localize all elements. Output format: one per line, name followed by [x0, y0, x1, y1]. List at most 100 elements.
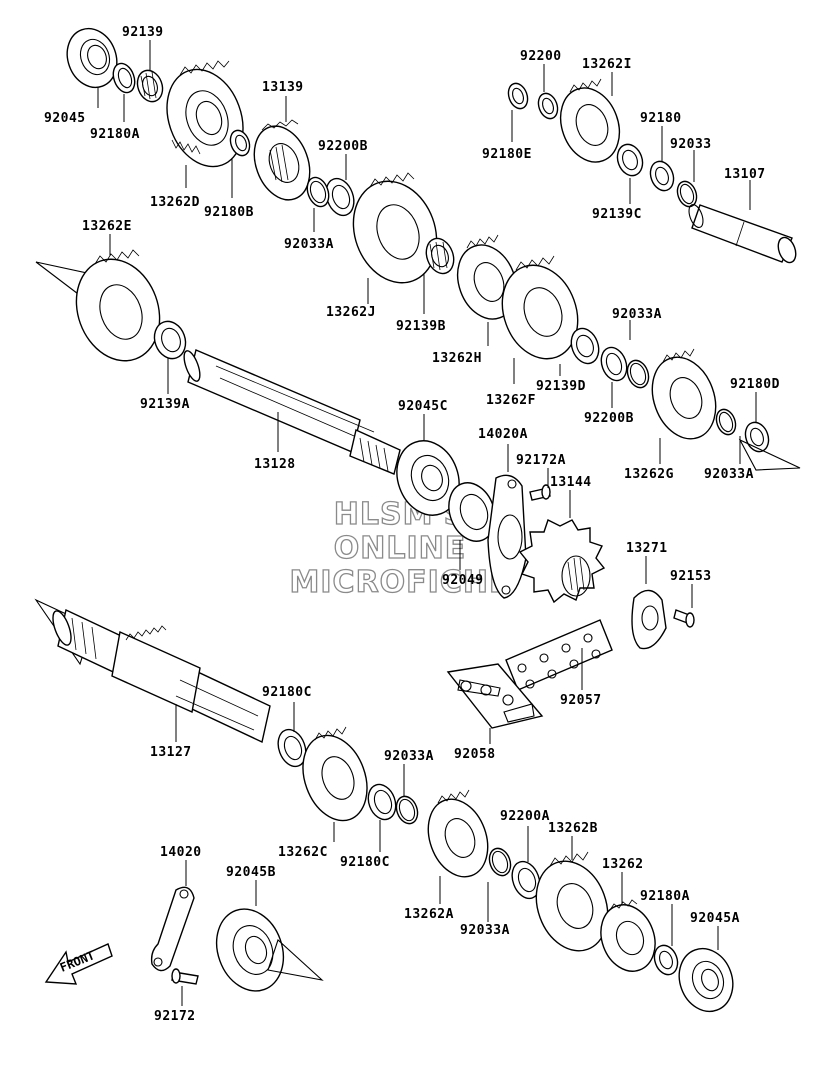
label-92057[interactable]: 92057 — [560, 693, 602, 708]
gear-13262a[interactable] — [418, 789, 498, 885]
label-13262b[interactable]: 13262B — [548, 821, 598, 836]
label-92058[interactable]: 92058 — [454, 747, 496, 762]
retainer-13271[interactable] — [631, 589, 667, 650]
label-92153[interactable]: 92153 — [670, 569, 712, 584]
label-92033a-lower-left[interactable]: 92033A — [384, 749, 434, 764]
shaft-13128[interactable] — [181, 349, 401, 475]
washer-92180b[interactable] — [227, 128, 253, 159]
label-13144[interactable]: 13144 — [550, 475, 592, 490]
label-92200[interactable]: 92200 — [520, 49, 562, 64]
label-92033a-right[interactable]: 92033A — [704, 467, 754, 482]
bearing-92045a[interactable] — [671, 941, 742, 1019]
label-92139c[interactable]: 92139C — [592, 207, 642, 222]
label-92180e[interactable]: 92180E — [482, 147, 532, 162]
shaft-13127[interactable] — [49, 608, 271, 744]
gear-13262i[interactable] — [551, 78, 630, 170]
gear-13262f[interactable] — [490, 255, 590, 370]
bearing-92045b[interactable] — [206, 900, 295, 1001]
bolt-92153[interactable] — [673, 609, 695, 628]
label-92180[interactable]: 92180 — [640, 111, 682, 126]
sprocket-13144[interactable] — [518, 519, 606, 604]
label-92033a-lower-mid[interactable]: 92033A — [460, 923, 510, 938]
label-13262j[interactable]: 13262J — [326, 305, 376, 320]
washer-92180a-lower[interactable] — [651, 942, 682, 978]
gear-13262e[interactable] — [63, 247, 174, 372]
washer-92180c-lower[interactable] — [364, 781, 401, 824]
label-13262h[interactable]: 13262H — [432, 351, 482, 366]
label-13262d[interactable]: 13262D — [150, 195, 200, 210]
washer-92200b-lower[interactable] — [597, 344, 631, 384]
label-13262[interactable]: 13262 — [602, 857, 644, 872]
chain-92057[interactable] — [505, 619, 613, 691]
gear-13262b[interactable] — [524, 851, 619, 961]
label-13262i[interactable]: 13262I — [582, 57, 632, 72]
label-13139[interactable]: 13139 — [262, 80, 304, 95]
washer-92180c-upper[interactable] — [273, 726, 310, 771]
label-14020[interactable]: 14020 — [160, 845, 202, 860]
label-13107[interactable]: 13107 — [724, 167, 766, 182]
label-13262f[interactable]: 13262F — [486, 393, 536, 408]
label-92180c-lower[interactable]: 92180C — [340, 855, 390, 870]
label-92172a[interactable]: 92172A — [516, 453, 566, 468]
shaft-13107[interactable] — [686, 203, 799, 265]
bearing-92045[interactable] — [59, 22, 125, 95]
washer-92180e[interactable] — [505, 81, 531, 112]
label-92180a-upper[interactable]: 92180A — [90, 127, 140, 142]
label-13128[interactable]: 13128 — [254, 457, 296, 472]
label-13262a[interactable]: 13262A — [404, 907, 454, 922]
gear-13262g[interactable] — [641, 348, 726, 447]
label-92045b[interactable]: 92045B — [226, 865, 276, 880]
screw-92172a[interactable] — [529, 484, 551, 501]
circlip-92033a-lower-mid[interactable] — [486, 845, 514, 878]
label-92033a-upper[interactable]: 92033A — [284, 237, 334, 252]
bearing-92045c[interactable] — [387, 432, 469, 524]
label-13271[interactable]: 13271 — [626, 541, 668, 556]
needle-bearing-92139a[interactable] — [149, 317, 190, 363]
washer-92200a[interactable] — [507, 858, 544, 903]
label-92200b-upper[interactable]: 92200B — [318, 139, 368, 154]
circlip-92033[interactable] — [674, 179, 700, 210]
label-92033a-mid[interactable]: 92033A — [612, 307, 662, 322]
label-92045a[interactable]: 92045A — [690, 911, 740, 926]
gear-13139[interactable] — [245, 118, 320, 207]
circlip-92033a-mid[interactable] — [624, 357, 652, 390]
washer-92180a[interactable] — [109, 60, 138, 95]
label-92139b[interactable]: 92139B — [396, 319, 446, 334]
label-92033[interactable]: 92033 — [670, 137, 712, 152]
circlip-92033a-right[interactable] — [713, 407, 739, 438]
label-92180b[interactable]: 92180B — [204, 205, 254, 220]
gear-13262c[interactable] — [292, 726, 378, 829]
label-92172[interactable]: 92172 — [154, 1009, 196, 1024]
washer-92180d[interactable] — [742, 419, 773, 455]
label-92200a[interactable]: 92200A — [500, 809, 550, 824]
circlip-92033a-lower-left[interactable] — [393, 793, 421, 826]
label-92180d[interactable]: 92180D — [730, 377, 780, 392]
label-14020a[interactable]: 14020A — [478, 427, 528, 442]
screw-92172[interactable] — [171, 968, 199, 985]
label-92139d[interactable]: 92139D — [536, 379, 586, 394]
label-92180a-lower[interactable]: 92180A — [640, 889, 690, 904]
label-13262g[interactable]: 13262G — [624, 467, 674, 482]
gear-13262[interactable] — [592, 897, 664, 979]
master-link-92058[interactable] — [446, 663, 544, 729]
label-13127[interactable]: 13127 — [150, 745, 192, 760]
needle-bearing-92139c[interactable] — [613, 141, 646, 179]
needle-bearing-92139b[interactable] — [422, 235, 459, 278]
label-92049[interactable]: 92049 — [442, 573, 484, 588]
plate-14020[interactable] — [150, 886, 195, 972]
gear-13262j[interactable] — [340, 169, 451, 294]
gear-13262h[interactable] — [448, 234, 527, 327]
needle-bearing-92139d[interactable] — [567, 325, 604, 368]
label-13262c[interactable]: 13262C — [278, 845, 328, 860]
needle-bearing-92139[interactable] — [133, 67, 166, 105]
plate-14020a[interactable] — [487, 474, 527, 599]
label-92180c-upper[interactable]: 92180C — [262, 685, 312, 700]
label-92045c[interactable]: 92045C — [398, 399, 448, 414]
gear-13262d[interactable] — [154, 59, 256, 178]
washer-92180[interactable] — [647, 158, 678, 194]
circlip-92033a-upper[interactable] — [303, 174, 332, 209]
label-92045[interactable]: 92045 — [44, 111, 86, 126]
label-92139[interactable]: 92139 — [122, 25, 164, 40]
label-13262e[interactable]: 13262E — [82, 219, 132, 234]
label-92200b-lower[interactable]: 92200B — [584, 411, 634, 426]
